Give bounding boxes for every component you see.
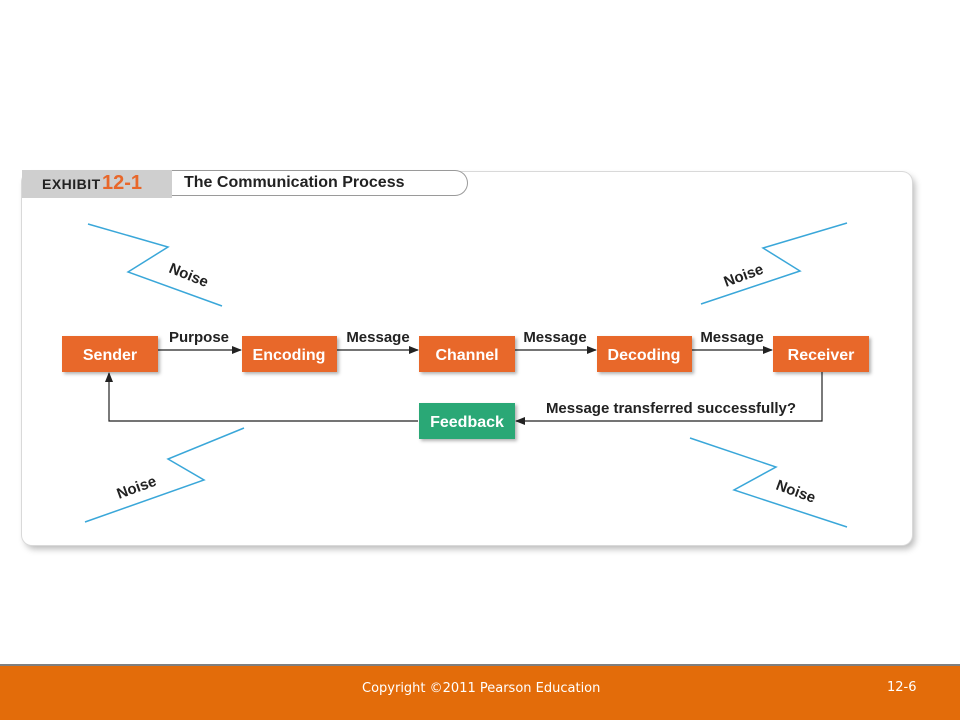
node-encoding-label: Encoding: [253, 347, 326, 364]
edge-label-message-2: Message: [523, 329, 586, 346]
arrow-feedback-sender: [105, 372, 418, 422]
exhibit-tab: EXHIBIT 12-1: [22, 170, 172, 198]
edge-label-message-1: Message: [346, 329, 409, 346]
exhibit-label: EXHIBIT: [42, 176, 101, 192]
exhibit-title-tab: The Communication Process: [172, 170, 468, 196]
noise-line-bottom-left: [84, 427, 245, 523]
noise-line-top-left: [87, 223, 223, 307]
node-sender-box: [62, 336, 158, 372]
node-receiver-box: [773, 336, 869, 372]
node-receiver: Receiver: [773, 336, 869, 372]
exhibit-number: 12-1: [102, 172, 143, 194]
noise-top-left: Noise: [87, 223, 223, 307]
edge-label-transferred: Message transferred successfully?: [546, 400, 796, 417]
noise-bottom-left: Noise: [84, 427, 245, 523]
noise-label-top-right: Noise: [722, 261, 766, 291]
arrow-receiver-feedback: [515, 371, 823, 425]
noise-label-top-left: Noise: [167, 260, 211, 291]
exhibit-title: The Communication Process: [184, 174, 405, 191]
noise-label-bottom-right: Noise: [774, 477, 818, 507]
node-feedback-label: Feedback: [430, 414, 504, 431]
node-encoding: Encoding: [242, 336, 337, 372]
noise-top-right: Noise: [700, 222, 848, 305]
node-sender-label: Sender: [83, 347, 137, 364]
node-decoding-label: Decoding: [608, 347, 681, 364]
node-feedback: Feedback: [419, 403, 515, 439]
noise-line-bottom-right: [689, 437, 848, 528]
page-number: 12-6: [887, 680, 917, 695]
node-decoding: Decoding: [597, 336, 692, 372]
node-channel: Channel: [419, 336, 515, 372]
edge-label-message-3: Message: [700, 329, 763, 346]
copyright-text: Copyright ©2011 Pearson Education: [362, 681, 601, 696]
edge-label-purpose: Purpose: [169, 329, 229, 346]
node-channel-label: Channel: [435, 347, 498, 364]
node-feedback-box: [419, 403, 515, 439]
noise-line-top-right: [700, 222, 848, 305]
noise-bottom-right: Noise: [689, 437, 848, 528]
node-sender: Sender: [62, 336, 158, 372]
footer-bar: Copyright ©2011 Pearson Education 12-6: [0, 664, 960, 720]
node-encoding-box: [242, 336, 337, 372]
node-decoding-box: [597, 336, 692, 372]
node-channel-box: [419, 336, 515, 372]
node-receiver-label: Receiver: [788, 347, 855, 364]
